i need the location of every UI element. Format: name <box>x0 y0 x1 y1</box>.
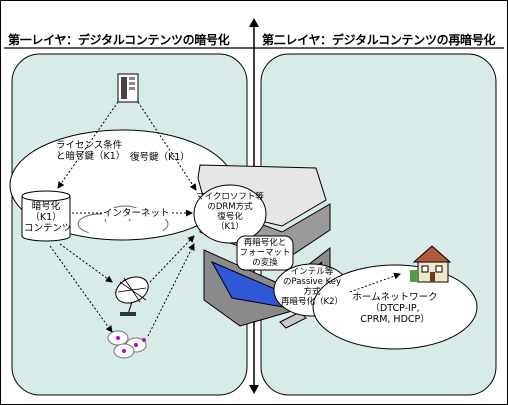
reencrypt-line-2: フォーマット <box>239 248 291 258</box>
passive-key-label: インテル等 のPassive Key 方式 再暗号化（K2） <box>276 267 348 307</box>
passive-key-line-4: 再暗号化（K2） <box>281 297 343 307</box>
arrow-cylinder-to-dish <box>59 243 113 283</box>
arrow-server-to-laptop <box>137 101 197 191</box>
drm-line-2: のDRM方式 <box>207 202 253 212</box>
license-line-1: ライセンス条件 <box>56 140 123 151</box>
arrow-dish-to-laptop <box>149 235 195 283</box>
server-icon <box>117 73 139 103</box>
content-line-2: （K1） <box>30 212 62 223</box>
drm-line-3: 復号化 <box>217 212 243 222</box>
home-network-line-3: CPRM, HDCP） <box>360 314 430 325</box>
content-line-3: コンテンツ <box>24 223 72 234</box>
content-line-1: 暗号化 <box>31 201 61 212</box>
reencrypt-line-3: の変換 <box>252 258 278 268</box>
house-icon <box>410 245 452 283</box>
home-network-ellipse <box>312 264 478 350</box>
left-layer-title: 第一レイヤ：デジタルコンテンツの暗号化 <box>8 33 230 47</box>
reencrypt-box <box>236 235 294 271</box>
satellite-dish-icon <box>115 276 149 316</box>
content-cylinder <box>21 190 71 242</box>
license-line-2: と暗号鍵（K1） <box>56 151 126 162</box>
decrypt-key-label: 復号鍵（K1） <box>130 152 190 163</box>
passive-key-line-1: インテル等 <box>290 267 334 277</box>
passive-key-line-2: のPassive Key <box>282 277 342 287</box>
passive-key-line-3: 方式 <box>303 287 321 297</box>
divider-top-arrow <box>249 18 259 27</box>
cd-disc-icon <box>107 330 147 359</box>
arrow-disc-to-laptop <box>147 243 195 337</box>
license-label: ライセンス条件 と暗号鍵（K1） <box>56 140 125 162</box>
drm-line-1: マイクロソフト等 <box>196 192 264 202</box>
internet-label: インターネット <box>102 208 171 219</box>
arrow-cylinder-to-disc <box>49 245 113 333</box>
content-label: 暗号化 （K1） コンテンツ <box>24 201 72 234</box>
home-network-line-2: （DTCP-IP, <box>370 303 420 314</box>
reencrypt-line-1: 再暗号化と <box>243 238 287 248</box>
arrow-laptop-to-home <box>349 272 401 293</box>
divider-bottom-arrow <box>249 385 259 394</box>
arrow-server-to-cylinder <box>57 101 119 189</box>
home-network-line-1: ホームネットワーク <box>352 292 438 303</box>
reencrypt-label: 再暗号化と フォーマット の変換 <box>238 238 292 268</box>
drm-ellipse <box>193 184 267 244</box>
drm-line-4: （K1） <box>216 222 244 232</box>
right-layer-title: 第二レイヤ：デジタルコンテンツの再暗号化 <box>262 33 496 47</box>
drm-label: マイクロソフト等 のDRM方式 復号化 （K1） <box>196 192 264 232</box>
home-network-label: ホームネットワーク （DTCP-IP, CPRM, HDCP） <box>345 292 445 325</box>
